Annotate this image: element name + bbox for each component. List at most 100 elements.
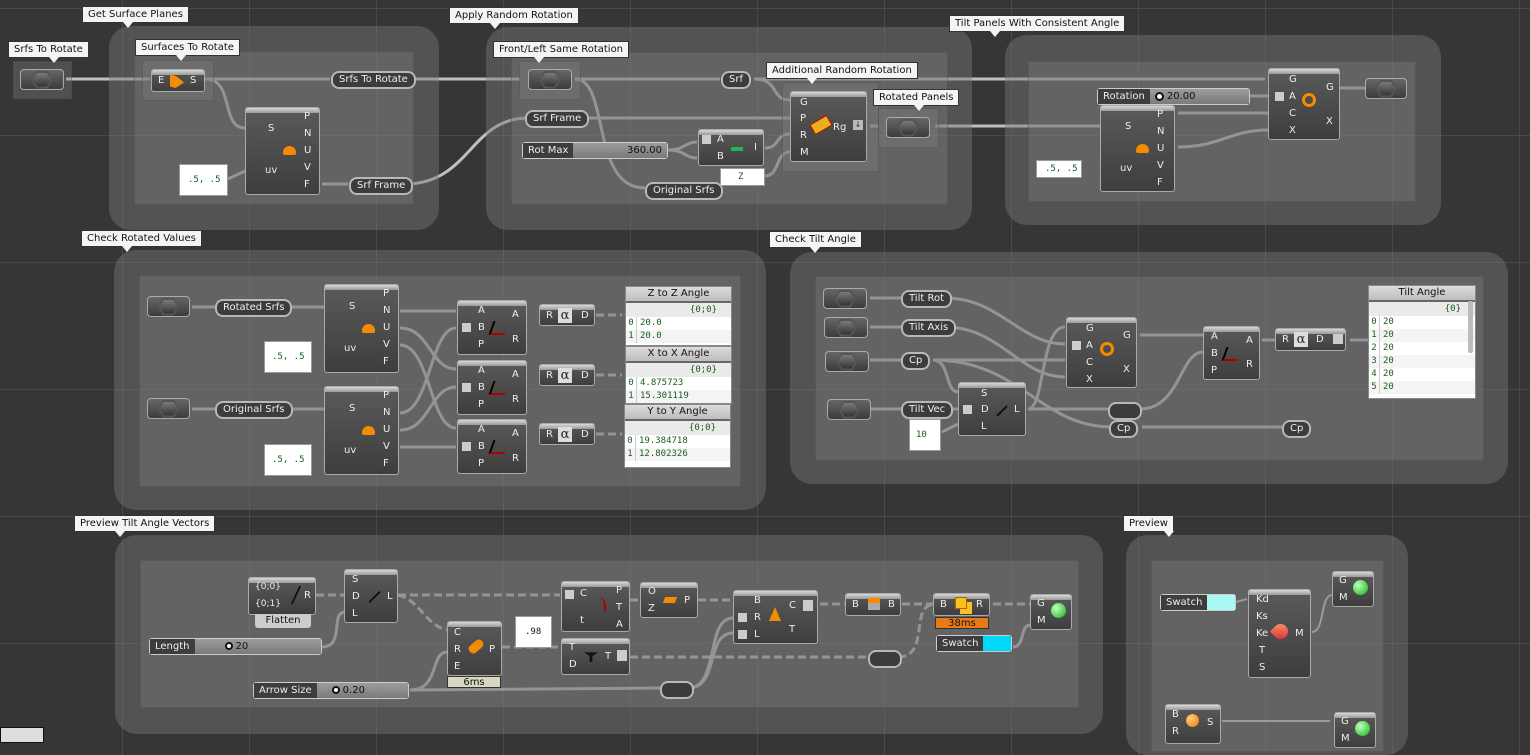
custom-preview-component[interactable]: G M [1332,571,1374,607]
slider-grip-icon[interactable] [1154,91,1164,101]
relay-srfs-to-rotate[interactable]: Srfs To Rotate [331,71,416,89]
relay-cp[interactable]: Cp [1282,420,1312,438]
angle-icon [488,381,510,395]
canvas-corner-widget[interactable] [0,727,44,743]
port-label: R [1172,726,1179,737]
factor-panel[interactable]: .98 [515,616,552,648]
reparam-icon [462,323,471,332]
cone-component[interactable]: B R L C T [733,590,818,644]
wire [399,326,457,371]
tilt-rot-param[interactable] [823,288,867,309]
original-srfs-param[interactable] [147,398,190,419]
relay-tilt-rot[interactable]: Tilt Rot [901,290,952,308]
arrow-size-slider[interactable]: Arrow Size 0.20 [253,682,409,699]
cp-param[interactable] [825,351,869,372]
custom-preview-component[interactable]: G M [1030,594,1072,630]
swatch-color [983,636,1011,651]
wire [687,631,734,690]
degrees-component[interactable]: R α D [539,423,595,445]
surface-param[interactable] [20,69,64,90]
brep-component[interactable]: B B [845,593,901,616]
rotated-panels-param[interactable] [886,117,930,138]
relay-tilt-vec[interactable]: Tilt Vec [901,401,954,419]
row-index: 0 [625,435,636,448]
evaluate-surface-component[interactable]: S uv P N U V F [1100,105,1175,192]
circle-cnr-component[interactable]: C R E P [447,621,502,676]
slider-grip-icon[interactable] [224,642,233,650]
evaluate-curve-icon [592,596,606,612]
relay-original-srfs[interactable]: Original Srfs [215,401,293,419]
rot-max-slider[interactable]: Rot Max 360.00 [522,142,668,159]
random-component[interactable]: A B I [698,129,764,166]
angle-component[interactable]: A B P A R [457,419,527,474]
port-label: uv [344,445,357,456]
sphere-component[interactable]: B R S [1165,704,1221,744]
evaluate-surface-component[interactable]: S uv P N U V F [324,284,399,373]
rotate-component[interactable]: G P R M Rg ↓ [790,91,867,162]
geometry-param[interactable] [528,69,572,90]
degrees-component[interactable]: R α D [1275,328,1346,351]
custom-preview-component[interactable]: G M [1334,712,1376,748]
relay-rotated-srfs[interactable]: Rotated Srfs [215,299,293,317]
port-label: Kd [1256,594,1269,605]
uv-panel[interactable]: .5, .5 [179,164,228,196]
port-label: B [1211,348,1218,359]
slider-grip-icon[interactable] [331,686,340,694]
solid-union-component[interactable]: B R [933,593,990,616]
rotate-axis-component[interactable]: G A C X G X [1268,68,1340,140]
uv-panel[interactable]: .5, .5 [264,341,312,373]
tilt-axis-param[interactable] [824,317,868,338]
line-sdl-component[interactable]: S D L L [344,569,398,623]
uv-panel[interactable]: .5, .5 [264,444,312,476]
plane-component[interactable]: O Z P [640,582,698,618]
row-index: 3 [1369,355,1380,368]
length-panel[interactable]: 10 [909,419,941,451]
relay-srf-frame[interactable]: Srf Frame [525,110,590,128]
port-label: N [304,128,312,139]
relay-empty[interactable] [660,681,694,699]
tilt-vec-param[interactable] [827,399,871,420]
degrees-component[interactable]: R α D [539,364,595,386]
tree-branch-component[interactable]: T D T [561,638,630,675]
panel-scrollbar[interactable] [1468,301,1473,353]
angle-component[interactable]: A B P A R [1203,326,1260,380]
rotate-axis-component[interactable]: G A C X G X [1066,317,1137,388]
tilted-panels-param[interactable] [1365,78,1407,99]
rotation-slider[interactable]: Rotation 20.00 [1097,88,1250,105]
relay-srf-frame[interactable]: Srf Frame [349,177,414,195]
row-value: 20 [1383,317,1394,327]
relay-cp[interactable]: Cp [1109,420,1139,438]
relay-srf[interactable]: Srf [721,71,751,89]
uv-panel[interactable]: .5, .5 [1036,160,1082,178]
relay-tilt-axis[interactable]: Tilt Axis [901,319,957,337]
evaluate-curve-component[interactable]: C t P T A [561,581,630,632]
angle-component[interactable]: A B P A R [457,300,527,355]
evaluate-surface-component[interactable]: S uv P N U V F [245,107,320,195]
degrees-component[interactable]: R α D [539,304,595,326]
port-label: B [1172,709,1179,720]
port-label: {0;1} [255,599,281,609]
explode-component[interactable]: E S [151,69,205,92]
relay-cp[interactable]: Cp [901,352,931,370]
swatch-control[interactable]: Swatch [936,635,1012,652]
merge-component[interactable]: {0;0} {0;1} R [248,577,316,615]
axis-panel[interactable]: Z [720,168,765,186]
port-label: C [1086,357,1093,368]
relay-empty[interactable] [1108,402,1142,420]
port-label: A [512,369,519,380]
port-label: P [1157,109,1164,120]
length-slider[interactable]: Length 20 [149,638,322,655]
swatch-control[interactable]: Swatch [1160,594,1236,611]
line-sdl-component[interactable]: S D L L [958,382,1026,436]
evaluate-surface-component[interactable]: S uv P N U V F [324,386,399,475]
rotated-srfs-param[interactable] [147,296,190,317]
relay-empty[interactable] [868,650,902,668]
relay-original-srfs[interactable]: Original Srfs [645,182,723,200]
slider-value-text: 20.00 [1166,91,1196,102]
angle-component[interactable]: A B P A R [457,360,527,415]
create-material-component[interactable]: Kd Ks Ke T S M [1248,589,1311,678]
